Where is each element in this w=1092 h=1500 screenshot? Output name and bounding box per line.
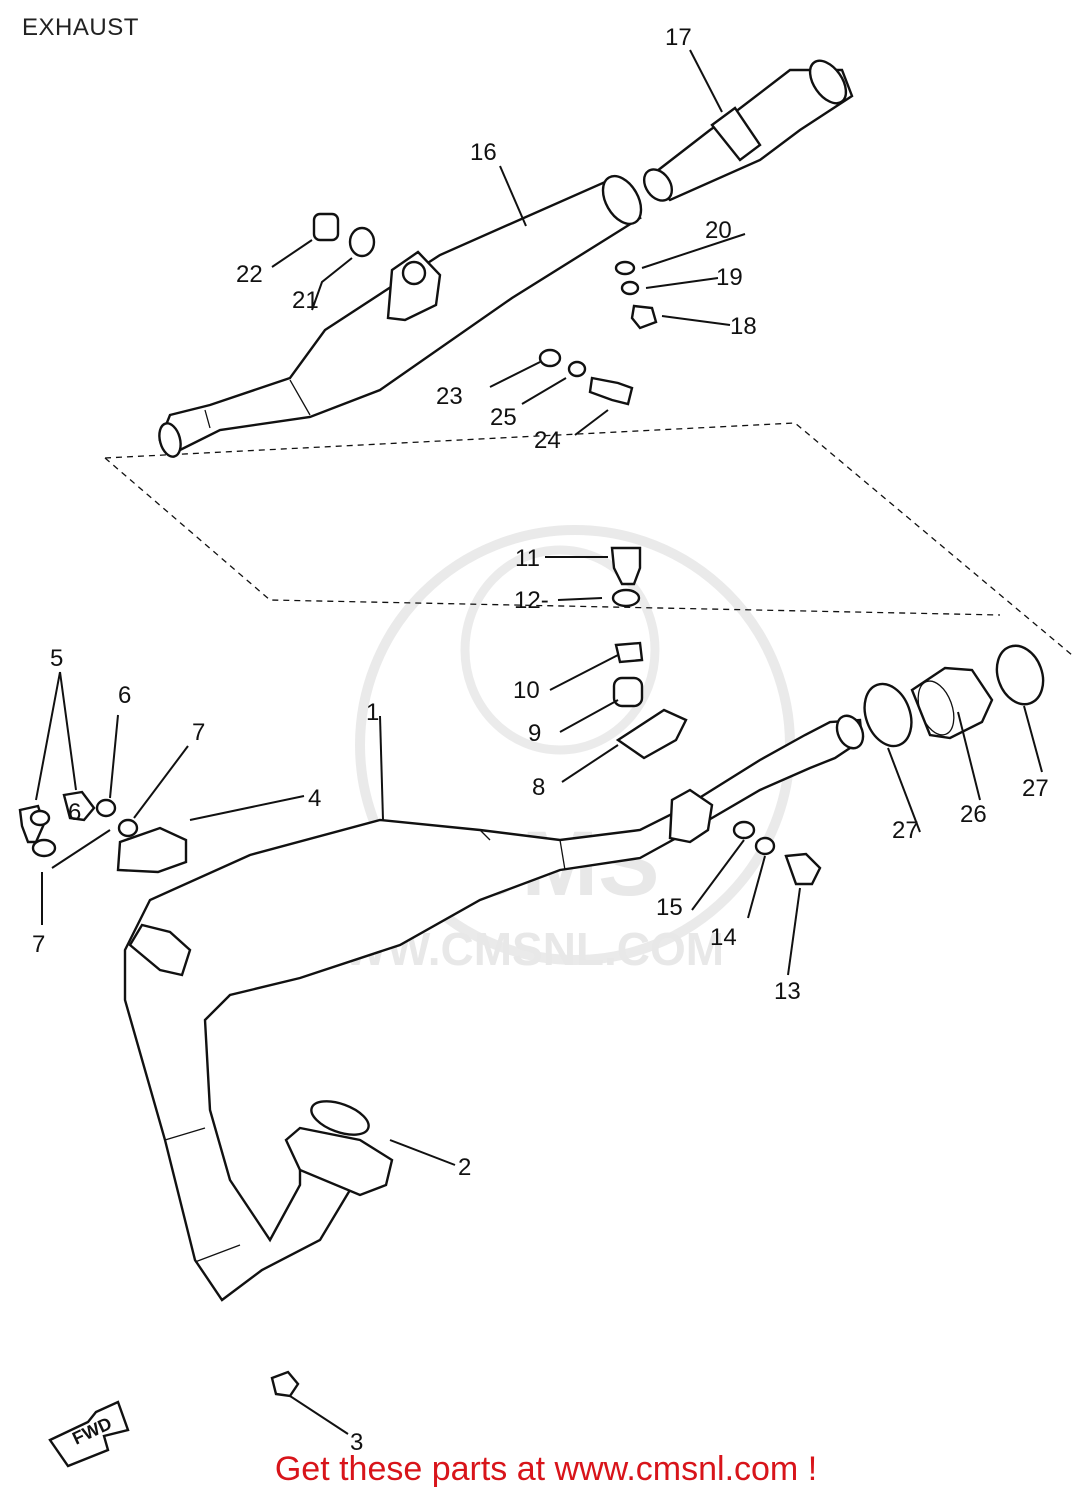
label-10: 10 [513, 677, 540, 704]
label-2: 2 [458, 1154, 471, 1181]
part-14-washer [754, 836, 776, 856]
muffler [158, 174, 643, 458]
part-3-nut [270, 1370, 300, 1398]
label-19: 19 [716, 264, 743, 291]
part-7-collar-a [117, 818, 139, 838]
part-27-clamp-b [995, 644, 1045, 706]
muffler-hardware [312, 212, 658, 406]
part-11-bolt [610, 546, 642, 586]
label-7b: 7 [32, 931, 45, 958]
label-4: 4 [308, 785, 321, 812]
pipe-front-bracket [128, 923, 192, 977]
part-20-washer [614, 260, 636, 276]
label-1: 1 [366, 699, 379, 726]
label-7a: 7 [192, 719, 205, 746]
part-7-collar-b [31, 838, 57, 858]
part-24-bolt [588, 376, 634, 406]
label-24: 24 [534, 427, 561, 454]
part-15-washer [732, 820, 756, 840]
label-12: 12- [514, 587, 549, 614]
part-6-washer-b [29, 809, 51, 827]
part-27-clamp-a [863, 682, 913, 748]
part-6-washer-a [95, 798, 117, 818]
part-8-bracket [615, 708, 688, 760]
footer-link[interactable]: Get these parts at www.cmsnl.com ! [274, 1450, 818, 1488]
pipe-hardware [18, 546, 822, 1398]
part-10-collar [614, 641, 644, 664]
label-6b: 6 [68, 799, 81, 826]
part-19-washer [620, 280, 640, 296]
label-5: 5 [50, 645, 63, 672]
part-12-washer [611, 588, 641, 608]
label-8: 8 [532, 774, 545, 801]
label-15: 15 [656, 894, 683, 921]
label-14: 14 [710, 924, 737, 951]
pipe-rear-bracket [668, 788, 714, 844]
exhaust-diagram: CMS WWW.CMSNL.COM [18, 24, 1073, 1468]
label-9: 9 [528, 720, 541, 747]
label-27a: 27 [892, 817, 919, 844]
label-17: 17 [665, 24, 692, 51]
label-18: 18 [730, 313, 757, 340]
tail-pipe [642, 59, 854, 202]
part-22-collar [312, 212, 340, 242]
label-26: 26 [960, 801, 987, 828]
leader-lines [35, 49, 1043, 1435]
exhaust-flange [284, 1126, 394, 1197]
part-18-bolt [630, 304, 658, 330]
part-9-damper [612, 676, 644, 708]
joint-clamps [863, 644, 1045, 748]
label-27b: 27 [1022, 775, 1049, 802]
part-4-bracket [116, 826, 188, 874]
label-6a: 6 [118, 682, 131, 709]
part-5-bolt-b [62, 790, 96, 822]
label-13: 13 [774, 978, 801, 1005]
assembly-frame [104, 422, 1073, 656]
label-3: 3 [350, 1429, 363, 1456]
part-labels: 17 16 20 19 18 22 21 23 25 24 11 12- 10 … [32, 24, 1049, 1456]
exhaust-pipe [123, 714, 865, 1302]
label-16: 16 [470, 139, 497, 166]
page-title: EXHAUST [22, 14, 139, 41]
part-2-gasket [310, 1100, 370, 1136]
part-26-joint [910, 666, 994, 740]
part-21-grommet [348, 226, 376, 258]
label-21: 21 [292, 287, 319, 314]
label-11: 11 [515, 545, 540, 572]
label-20: 20 [705, 217, 732, 244]
label-23: 23 [436, 383, 463, 410]
part-25-washer [567, 360, 587, 378]
part-23-washer [538, 348, 562, 368]
label-25: 25 [490, 404, 517, 431]
label-22: 22 [236, 261, 263, 288]
part-13-bolt [784, 852, 822, 886]
